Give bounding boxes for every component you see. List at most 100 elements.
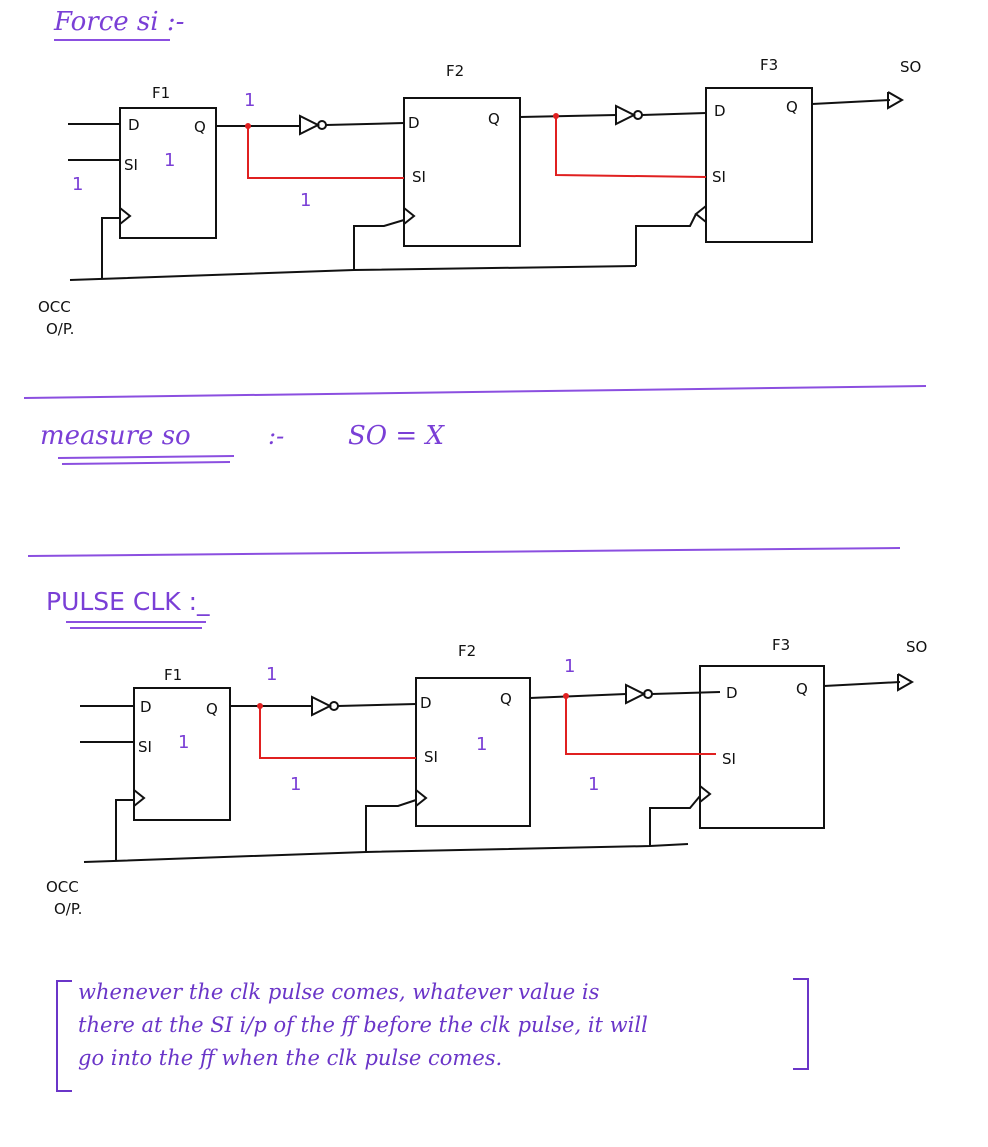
top-so-arrow xyxy=(887,91,905,110)
measure-so-separator: :- xyxy=(268,422,284,450)
bottom-ff1-box xyxy=(133,687,231,821)
top-labels: F1 D SI Q F2 D SI Q F3 D SI Q SO OCC O/P… xyxy=(38,56,921,338)
top-wire-to-f2-d xyxy=(325,122,405,126)
bottom-ff1-si: SI xyxy=(138,738,152,756)
bottom-wire-to-f2-d xyxy=(337,703,417,707)
top-clock-wire-ff1 xyxy=(101,217,120,278)
bottom-op-label: O/P. xyxy=(54,900,82,918)
top-ff2-name: F2 xyxy=(446,62,464,80)
bottom-clock-bus xyxy=(83,843,689,863)
note-line-2: there at the SI i/p of the ff before the… xyxy=(78,1013,648,1037)
top-so-wire xyxy=(811,99,891,105)
bottom-wire-q2 xyxy=(529,693,627,699)
top-scan-path-2 xyxy=(555,116,707,178)
bottom-so-label: SO xyxy=(906,638,927,656)
bottom-scan-path-2 xyxy=(565,696,716,755)
measure-so-underline-1 xyxy=(57,455,235,459)
bottom-clock-wire-ff3 xyxy=(649,795,701,846)
bottom-ff2-clock-triangle xyxy=(415,789,428,807)
bottom-ff1-q: Q xyxy=(206,700,218,718)
top-value-ff1-si: 1 xyxy=(164,150,175,171)
bottom-ff3-box xyxy=(699,665,825,829)
bottom-occ-label: OCC xyxy=(46,878,79,896)
top-wire-to-f3-d xyxy=(641,112,707,116)
top-ff3-si: SI xyxy=(712,168,726,186)
top-ff3-name: F3 xyxy=(760,56,778,74)
top-ff2-clock-triangle xyxy=(403,207,416,225)
bottom-ff2-si: SI xyxy=(424,748,438,766)
top-ff1-si: SI xyxy=(124,156,138,174)
note-text: whenever the clk pulse comes, whatever v… xyxy=(78,976,798,1075)
bottom-inverter-2 xyxy=(625,683,647,705)
bottom-ff1-name: F1 xyxy=(164,666,182,684)
bottom-value-ff2-si: 1 xyxy=(476,734,487,755)
top-ff2-si: SI xyxy=(412,168,426,186)
bottom-ff1-clock-triangle xyxy=(133,789,146,807)
top-ff2-box xyxy=(403,97,521,247)
top-value-input-si: 1 xyxy=(72,174,83,195)
top-junction-2 xyxy=(553,113,559,119)
divider-1 xyxy=(23,385,927,399)
top-values: 1 1 1 1 xyxy=(72,90,311,211)
top-so-label: SO xyxy=(900,58,921,76)
bottom-value-ff1-si: 1 xyxy=(178,732,189,753)
top-ff3-clock-triangle xyxy=(694,205,707,223)
top-ff3-box xyxy=(705,87,813,243)
bottom-ff3-clock-triangle xyxy=(699,785,712,803)
top-ff1-q: Q xyxy=(194,118,206,136)
circuit-bottom xyxy=(80,665,915,863)
top-value-path-1: 1 xyxy=(300,190,311,211)
top-scan-paths xyxy=(247,116,707,179)
bottom-value-path-1: 1 xyxy=(290,774,301,795)
bottom-ff2-box xyxy=(415,677,531,827)
bottom-inverter-1 xyxy=(311,695,333,717)
bottom-so-arrow xyxy=(897,673,915,692)
top-ff3-d: D xyxy=(714,102,726,120)
top-inverter-1 xyxy=(299,114,321,136)
top-wire-q2 xyxy=(519,114,617,118)
note-bracket-right xyxy=(793,978,809,1070)
bottom-junction-1 xyxy=(257,703,263,709)
top-ff1-name: F1 xyxy=(152,84,170,102)
note-line-1: whenever the clk pulse comes, whatever v… xyxy=(78,980,600,1004)
bottom-values: 1 1 1 1 1 1 xyxy=(178,656,599,795)
top-scan-path-1 xyxy=(247,126,404,179)
note-line-3: go into the ff when the clk pulse comes. xyxy=(78,1046,503,1070)
force-si-title: Force si :- xyxy=(53,7,184,37)
bottom-ff1-d: D xyxy=(140,698,152,716)
top-occ-label: OCC xyxy=(38,298,71,316)
top-ff2-d: D xyxy=(408,114,420,132)
top-ff2-q: Q xyxy=(488,110,500,128)
bottom-ff3-q: Q xyxy=(796,680,808,698)
bottom-scan-path-1 xyxy=(259,706,416,759)
top-ff1-box xyxy=(119,107,217,239)
top-value-ff1-q: 1 xyxy=(244,90,255,111)
measure-so-result: SO = X xyxy=(348,421,445,451)
top-op-label: O/P. xyxy=(46,320,74,338)
top-inverter-2 xyxy=(615,104,637,126)
bottom-value-ff1-q: 1 xyxy=(266,664,277,685)
bottom-ff2-d: D xyxy=(420,694,432,712)
top-clock-wire-ff2 xyxy=(353,219,405,270)
measure-so-title: measure so xyxy=(40,421,191,451)
top-ff1-clock-triangle xyxy=(119,207,132,225)
bottom-value-path-2: 1 xyxy=(588,774,599,795)
bottom-ff2-name: F2 xyxy=(458,642,476,660)
divider-2 xyxy=(27,547,901,557)
bottom-wire-to-f3-d xyxy=(651,691,721,695)
bottom-scan-paths xyxy=(259,696,716,759)
bottom-clock-wire-ff1 xyxy=(115,799,134,860)
top-junction-1 xyxy=(245,123,251,129)
bottom-ff2-q: Q xyxy=(500,690,512,708)
bottom-junction-2 xyxy=(563,693,569,699)
bottom-so-wire xyxy=(823,681,901,687)
bottom-ff3-si: SI xyxy=(722,750,736,768)
bottom-ff3-d: D xyxy=(726,684,738,702)
bottom-ff3-name: F3 xyxy=(772,636,790,654)
top-ff1-d: D xyxy=(128,116,140,134)
top-ff3-q: Q xyxy=(786,98,798,116)
measure-so-underline-2 xyxy=(61,461,231,465)
top-clock-wire-ff3 xyxy=(635,213,697,266)
